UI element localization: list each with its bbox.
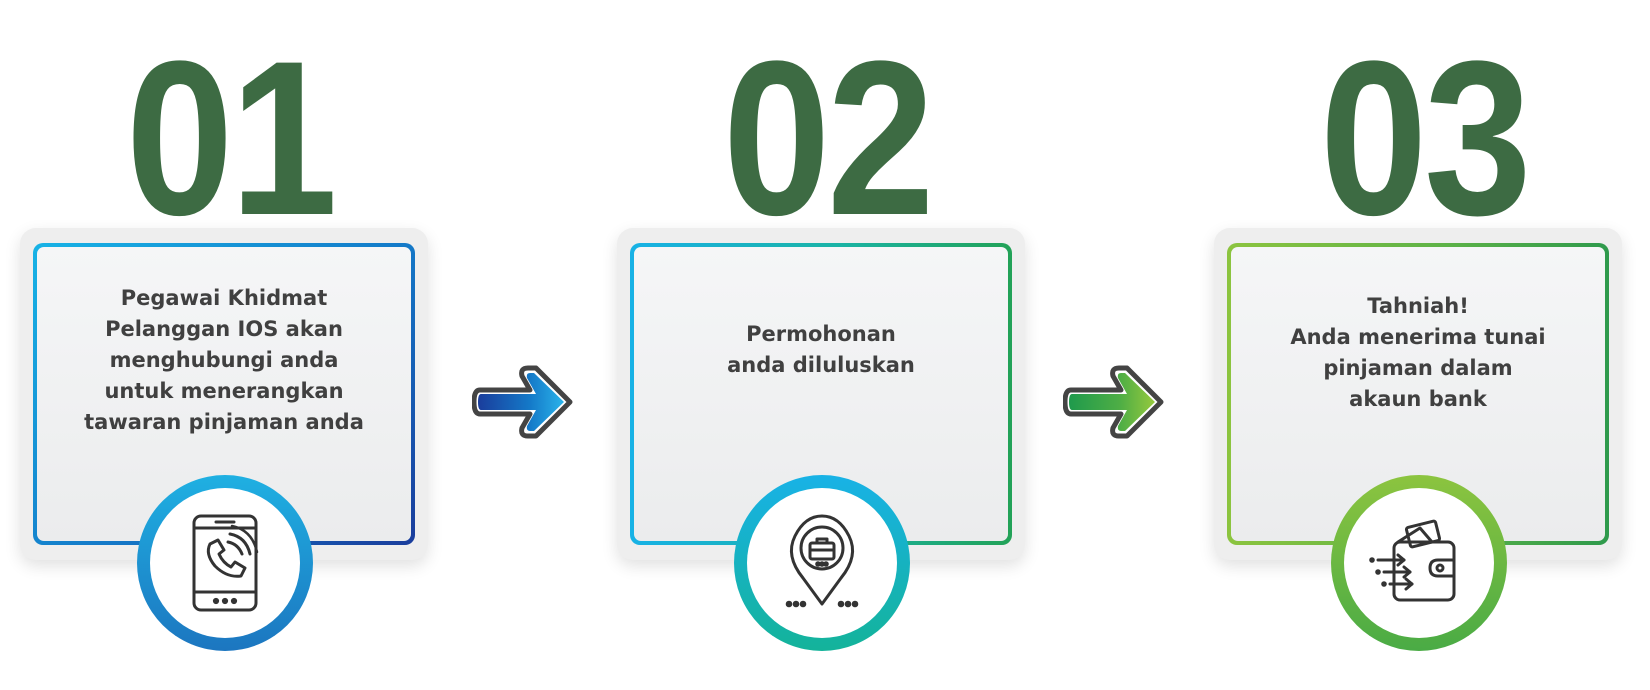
description-line: menghubungi anda [109, 348, 339, 372]
step-3: 03 Tahniah! Anda menerima tunai pinjaman… [1214, 0, 1634, 690]
step-description: Pegawai Khidmat Pelanggan IOS akan mengh… [64, 283, 384, 438]
card-body: Pegawai Khidmat Pelanggan IOS akan mengh… [37, 247, 411, 541]
icon-badge-inner [747, 488, 897, 638]
wallet-transfer-icon [1369, 519, 1456, 602]
icon-badge-inner [1344, 488, 1494, 638]
description-line: Pegawai Khidmat [120, 286, 328, 310]
icon-badge [734, 475, 910, 651]
step-description: Permohonan anda diluluskan [661, 319, 981, 381]
description-line: tawaran pinjaman anda [84, 410, 364, 434]
step-card: Pegawai Khidmat Pelanggan IOS akan mengh… [33, 243, 415, 545]
arrow-right-icon [1063, 365, 1164, 439]
step-1: 01 Pegawai Khidmat Pelanggan IOS akan me… [20, 0, 440, 690]
description-line: Pelanggan IOS akan [105, 317, 343, 341]
step-number: 02 [722, 15, 935, 261]
icon-badge [1331, 475, 1507, 651]
description-line: pinjaman dalam [1323, 356, 1513, 380]
step-number: 01 [125, 15, 338, 261]
arrow-right-icon [472, 365, 573, 439]
phone-call-icon [192, 514, 259, 612]
step-2: 02 Permohonan anda diluluskan [617, 0, 1037, 690]
briefcase-location-pin-icon [785, 514, 859, 608]
step-description: Tahniah! Anda menerima tunai pinjaman da… [1258, 291, 1578, 415]
description-line: anda diluluskan [727, 353, 915, 377]
step-number: 03 [1319, 15, 1532, 261]
description-line: akaun bank [1349, 387, 1487, 411]
description-line: Permohonan [746, 322, 896, 346]
description-line: Anda menerima tunai [1290, 325, 1546, 349]
description-line: untuk menerangkan [104, 379, 344, 403]
icon-badge [137, 475, 313, 651]
icon-badge-inner [150, 488, 300, 638]
description-line: Tahniah! [1367, 294, 1469, 318]
